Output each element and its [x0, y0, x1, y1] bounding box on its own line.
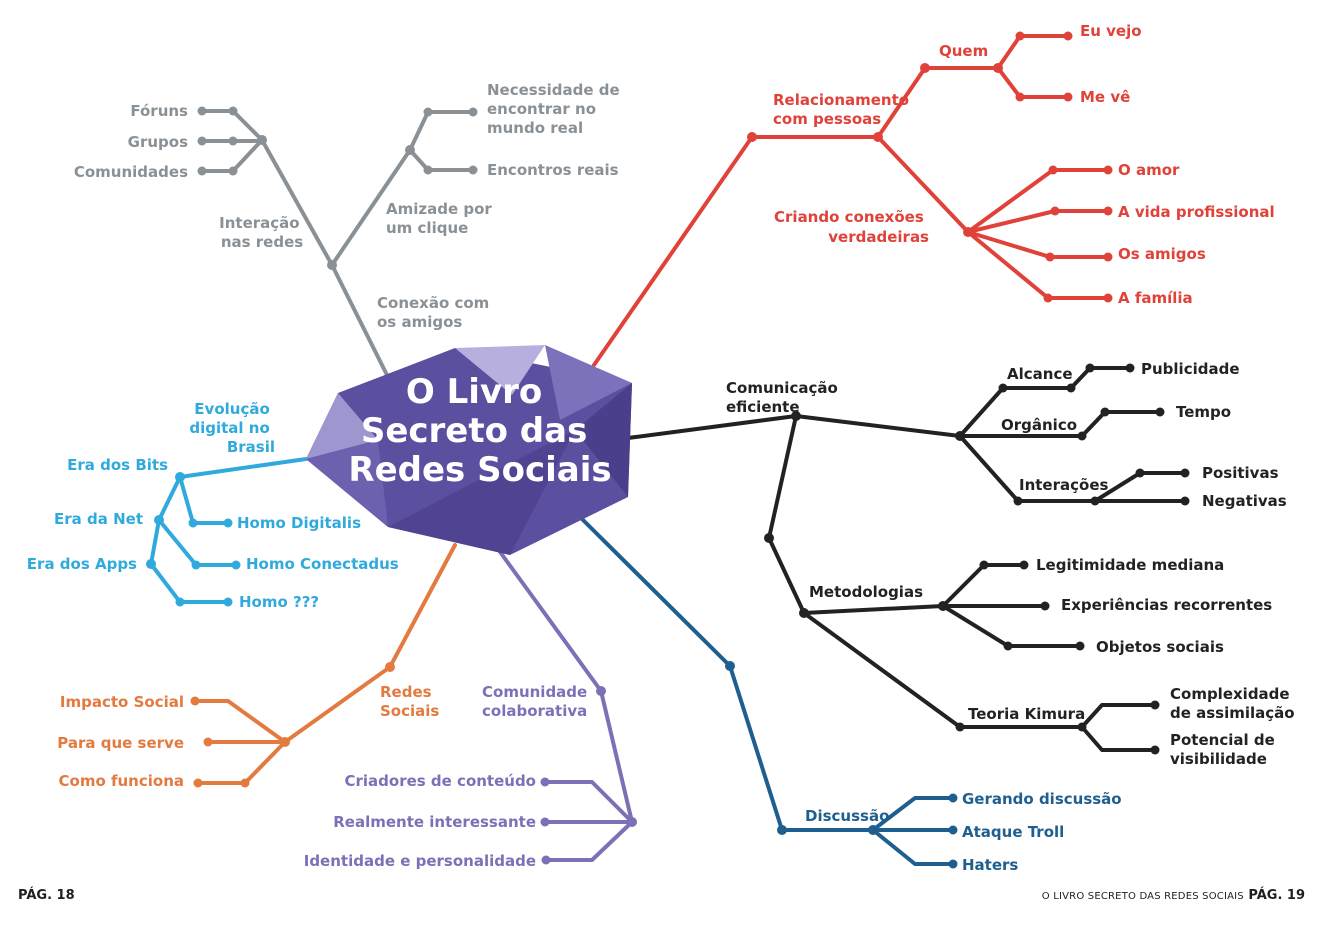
node-professional-life: A vida profissional: [1118, 203, 1275, 221]
node-generating-discussion: Gerando discussão: [962, 790, 1122, 808]
node-social-networks: Redes Sociais: [380, 683, 439, 720]
node-family: A família: [1118, 289, 1193, 307]
node-sees-me: Me vê: [1080, 88, 1130, 106]
node-really-interesting: Realmente interessante: [333, 813, 536, 831]
navy-branch-lines: [576, 513, 955, 866]
node-efficient-communication: Comunicação eficiente: [726, 379, 843, 416]
node-collaborative-community: Comunidade colaborativa: [482, 683, 592, 720]
red-branch-lines: [592, 34, 1110, 367]
node-net-era: Era da Net: [54, 510, 143, 528]
node-friends: Os amigos: [1118, 245, 1206, 263]
node-haters: Haters: [962, 856, 1018, 874]
title-line-1: O Livro: [406, 372, 542, 412]
orange-nodes: [190, 662, 395, 788]
node-relationship: Relacionamento com pessoas: [773, 91, 914, 128]
node-groups: Grupos: [128, 133, 188, 151]
node-organic: Orgânico: [1001, 416, 1077, 434]
node-social-impact: Impacto Social: [60, 693, 184, 711]
node-real-meetings: Encontros reais: [487, 161, 619, 179]
node-bits-era: Era dos Bits: [67, 456, 168, 474]
node-purpose: Para que serve: [57, 734, 184, 752]
node-interactions: Interações: [1019, 476, 1108, 494]
node-homo-digitalis: Homo Digitalis: [237, 514, 361, 532]
cyan-labels: Evolução digital no Brasil Era dos Bits …: [27, 400, 399, 611]
node-friendship-click: Amizade por um clique: [386, 200, 497, 237]
node-visibility: Potencial de visibilidade: [1170, 731, 1280, 768]
black-nodes: [764, 363, 1190, 755]
right-page-number: PÁG. 19: [1248, 888, 1305, 903]
red-labels: Relacionamento com pessoas Quem Eu vejo …: [773, 22, 1275, 307]
center-title: O Livro Secreto das Redes Sociais: [348, 372, 611, 490]
book-title-footer: O LIVRO SECRETO DAS REDES SOCIAIS: [1041, 891, 1244, 902]
node-apps-era: Era dos Apps: [27, 555, 137, 573]
node-communities: Comunidades: [74, 163, 188, 181]
node-i-see: Eu vejo: [1080, 22, 1142, 40]
orange-labels: Redes Sociais Impacto Social Para que se…: [57, 683, 439, 790]
left-page-number: PÁG. 18: [18, 888, 75, 903]
node-identity-personality: Identidade e personalidade: [304, 852, 536, 870]
node-homo-conectadus: Homo Conectadus: [246, 555, 399, 573]
node-homo-unknown: Homo ???: [239, 593, 319, 611]
node-time: Tempo: [1176, 403, 1231, 421]
node-forums: Fóruns: [130, 102, 188, 120]
node-creating-connections: Criando conexões verdadeiras: [774, 208, 929, 246]
center-gem: O Livro Secreto das Redes Sociais: [306, 345, 632, 555]
node-friend-connection: Conexão com os amigos: [377, 294, 495, 331]
navy-nodes: [725, 661, 958, 869]
node-digital-evolution: Evolução digital no Brasil: [189, 400, 275, 456]
node-love: O amor: [1118, 161, 1180, 179]
node-how-it-works: Como funciona: [59, 772, 185, 790]
node-advertising: Publicidade: [1141, 360, 1240, 378]
cyan-nodes: [146, 472, 241, 607]
node-reach: Alcance: [1007, 365, 1073, 383]
node-discussion: Discussão: [805, 807, 889, 825]
gray-labels: Fóruns Grupos Comunidades Interação nas …: [74, 81, 625, 331]
purple-nodes: [540, 686, 637, 865]
gray-nodes: [197, 106, 478, 270]
title-line-3: Redes Sociais: [348, 450, 611, 490]
navy-labels: Discussão Gerando discussão Ataque Troll…: [805, 790, 1122, 874]
right-footer: O LIVRO SECRETO DAS REDES SOCIAIS PÁG. 1…: [1042, 888, 1305, 903]
orange-branch-lines: [193, 543, 457, 785]
node-legitimacy: Legitimidade mediana: [1036, 556, 1224, 574]
node-experiences: Experiências recorrentes: [1061, 596, 1272, 614]
node-negative: Negativas: [1202, 492, 1287, 510]
black-labels: Comunicação eficiente Alcance Publicidad…: [726, 360, 1295, 768]
node-content-creators: Criadores de conteúdo: [344, 772, 536, 790]
purple-branch-lines: [493, 543, 634, 862]
node-interaction: Interação nas redes: [219, 214, 305, 251]
node-methodologies: Metodologias: [809, 583, 923, 601]
node-positive: Positivas: [1202, 464, 1279, 482]
node-need-real-world: Necessidade de encontrar no mundo real: [487, 81, 625, 137]
node-troll-attack: Ataque Troll: [962, 823, 1064, 841]
node-kimura-theory: Teoria Kimura: [968, 705, 1085, 723]
node-complexity: Complexidade de assimilação: [1170, 685, 1295, 722]
node-social-objects: Objetos sociais: [1096, 638, 1224, 656]
purple-labels: Comunidade colaborativa Criadores de con…: [304, 683, 592, 870]
node-who: Quem: [939, 42, 988, 60]
red-nodes: [747, 31, 1113, 303]
title-line-2: Secreto das: [361, 411, 588, 451]
